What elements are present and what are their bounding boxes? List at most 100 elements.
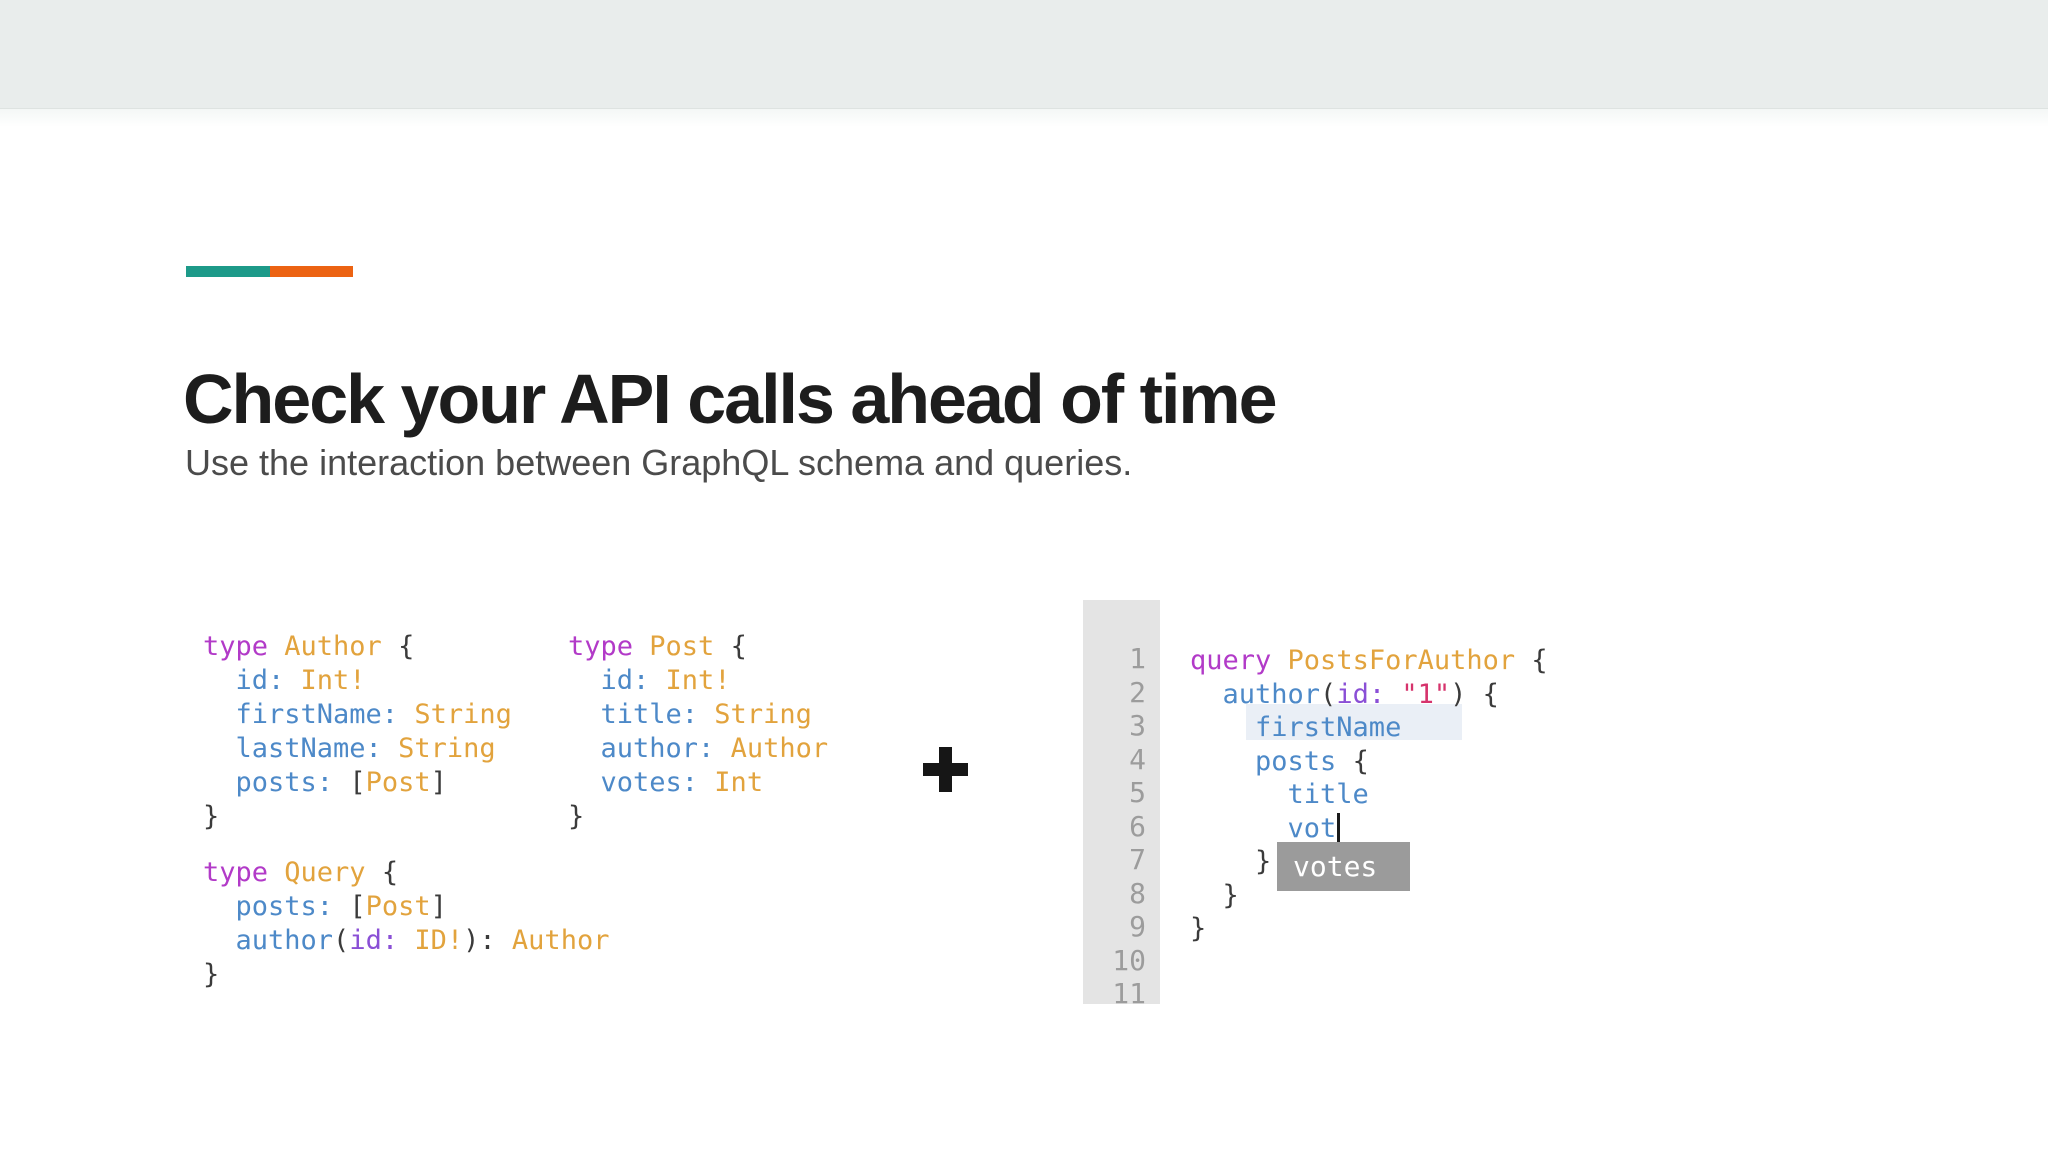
code-token-field: posts	[1190, 745, 1353, 777]
code-token-punc: {	[365, 857, 399, 888]
code-token-type: Query	[284, 857, 366, 888]
schema-block-author: type Author { id: Int! firstName: String…	[203, 630, 512, 834]
code-token-field: author	[203, 925, 334, 956]
code-token-type: Post	[365, 767, 431, 798]
code-token-punc: [	[349, 767, 366, 798]
code-line: lastName: String	[203, 732, 512, 766]
code-line: firstName	[1190, 711, 1548, 745]
code-line: title: String	[568, 698, 828, 732]
text-caret	[1337, 812, 1341, 842]
slide-title: Check your API calls ahead of time	[183, 359, 1278, 438]
line-number: 1	[1129, 642, 1146, 675]
code-token-type: Int!	[284, 665, 366, 696]
code-token-plain	[398, 925, 414, 956]
code-token-field: votes:	[568, 767, 699, 798]
code-line: }	[203, 800, 512, 834]
code-token-field: id:	[203, 665, 285, 696]
line-number: 2	[1129, 675, 1146, 709]
code-token-plain	[496, 925, 512, 956]
code-token-plain	[1385, 679, 1401, 710]
code-line: firstName: String	[203, 698, 512, 732]
line-number: 6	[1129, 809, 1146, 843]
code-token-punc: }	[203, 959, 220, 990]
code-token-field: firstName:	[203, 699, 399, 730]
line-number: 9	[1129, 910, 1146, 943]
code-token-type: Author	[284, 631, 382, 662]
line-number: 3	[1129, 709, 1146, 742]
code-token-punc: (	[1320, 678, 1337, 710]
accent-bar-teal	[186, 266, 270, 277]
line-number: 4	[1129, 742, 1146, 776]
code-line: type Post {	[568, 630, 828, 664]
autocomplete-suggestion-votes[interactable]: votes	[1293, 850, 1378, 883]
code-token-punc: ):	[463, 925, 496, 956]
code-token-punc: }	[203, 801, 220, 832]
autocomplete-popup[interactable]: votes	[1277, 842, 1410, 891]
code-token-param: id:	[1336, 678, 1386, 710]
slide-subtitle: Use the interaction between GraphQL sche…	[185, 442, 1133, 483]
code-line: posts: [Post]	[203, 890, 609, 924]
code-token-plain	[333, 891, 349, 922]
code-line: votes: Int	[568, 766, 828, 800]
code-token-type: PostsForAuthor	[1287, 645, 1516, 676]
code-token-type: Int!	[649, 665, 731, 696]
plus-icon: +	[923, 747, 968, 792]
code-token-punc: {	[1515, 645, 1548, 676]
code-token-punc: {	[714, 631, 747, 662]
code-token-field: firstName	[1190, 712, 1402, 743]
code-token-type: String	[381, 733, 496, 764]
code-token-field: lastName:	[203, 733, 382, 764]
code-token-field: posts:	[203, 891, 334, 922]
code-token-field: posts:	[203, 767, 334, 798]
plus-icon-bar-vertical	[939, 747, 952, 792]
code-line: type Author {	[203, 630, 512, 664]
code-line: query PostsForAuthor {	[1190, 644, 1548, 678]
code-line: vot	[1190, 812, 1548, 846]
code-token-punc: )	[1450, 678, 1467, 710]
code-token-field: author:	[568, 733, 715, 764]
accent-bar-orange	[269, 266, 353, 277]
code-token-field: id:	[568, 665, 650, 696]
code-line: }	[1190, 879, 1548, 913]
code-token-field: author	[1190, 678, 1321, 710]
code-token-type: Author	[714, 733, 829, 764]
line-number: 8	[1129, 876, 1146, 910]
code-token-punc: }	[1190, 913, 1207, 944]
code-token-kw: type	[203, 631, 285, 662]
code-token-punc: {	[381, 631, 415, 662]
code-token-punc: (	[333, 925, 350, 956]
code-line: type Query {	[203, 856, 609, 890]
accent-bar	[186, 266, 353, 277]
code-token-punc: [	[349, 891, 366, 922]
code-token-type: Post	[365, 891, 431, 922]
selection-highlight	[1246, 704, 1462, 740]
code-line: }	[568, 800, 828, 834]
code-token-field: title	[1190, 779, 1369, 810]
code-token-type: Author	[511, 925, 610, 956]
line-number: 11	[1112, 977, 1146, 1004]
schema-block-query: type Query { posts: [Post] author(id: ID…	[203, 856, 609, 992]
code-line: }	[1190, 845, 1548, 879]
code-token-param: id:	[349, 925, 399, 956]
code-token-field: title:	[568, 699, 699, 730]
code-line	[1190, 979, 1548, 1013]
schema-block-post: type Post { id: Int! title: String autho…	[568, 630, 828, 834]
code-token-type: String	[398, 699, 512, 730]
code-line: id: Int!	[568, 664, 828, 698]
code-token-punc: }	[1190, 846, 1272, 877]
code-token-type: Int	[698, 767, 764, 798]
plus-symbol-text: +	[923, 747, 924, 748]
code-token-plain	[333, 767, 349, 798]
code-token-field: vot	[1190, 812, 1337, 844]
code-token-punc: ]	[430, 767, 447, 798]
top-band	[0, 0, 2048, 109]
line-number: 7	[1129, 843, 1146, 876]
query-code[interactable]: query PostsForAuthor { author(id: "1") {…	[1190, 644, 1548, 1013]
code-line: author: Author	[568, 732, 829, 766]
code-token-punc: {	[1466, 678, 1499, 710]
code-token-type: Post	[649, 631, 715, 662]
code-line: author(id: "1") {	[1190, 678, 1548, 712]
code-token-punc: }	[1190, 879, 1239, 911]
